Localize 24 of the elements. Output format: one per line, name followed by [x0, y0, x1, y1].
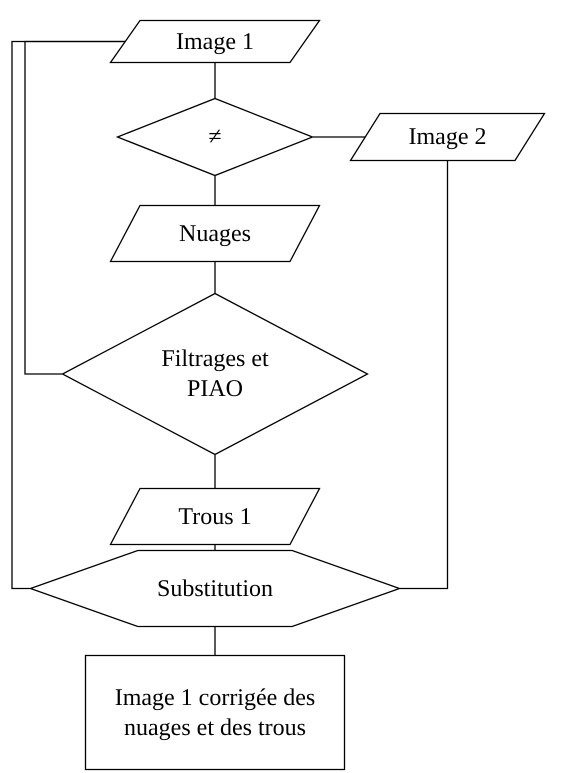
connector-line: [214, 627, 216, 655]
data-parallelogram: [110, 488, 320, 545]
connector-line: [214, 455, 216, 488]
node-label: Substitution: [156, 574, 274, 604]
data-parallelogram: [350, 113, 545, 161]
connector-line: [313, 136, 365, 138]
decision-diamond: [117, 98, 313, 176]
decision-diamond: [62, 293, 368, 455]
process-box: [85, 655, 345, 770]
data-parallelogram: [110, 20, 320, 63]
node-label: Image 2: [408, 123, 486, 152]
data-parallelogram: [110, 205, 320, 262]
connector-line: [400, 161, 448, 590]
connector-line: [11, 40, 125, 590]
node-label: Filtrages et PIAO: [160, 345, 270, 404]
connector-line: [214, 262, 216, 293]
preparation-hexagon: [30, 550, 400, 627]
node-label: Image 1 corrigée des nuages et des trous: [114, 684, 316, 742]
node-label: Nuages: [179, 220, 251, 248]
connector-line: [214, 63, 216, 98]
node-label: ≠: [208, 123, 222, 152]
node-label: Image 1: [176, 28, 254, 56]
connector-line: [214, 176, 216, 205]
node-label: Trous 1: [178, 502, 252, 532]
